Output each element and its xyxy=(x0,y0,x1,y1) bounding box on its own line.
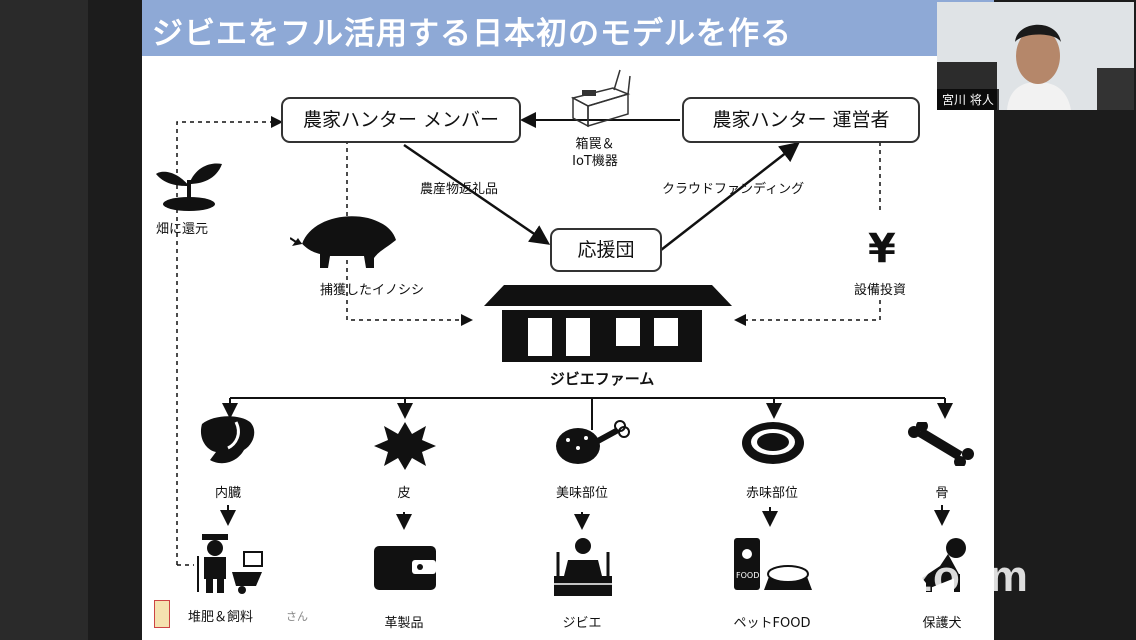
right-dark-area xyxy=(994,112,1136,640)
trap-cage-icon xyxy=(570,69,631,128)
product-output-leather: 革製品 xyxy=(384,616,424,631)
organs-icon xyxy=(200,416,255,464)
meat-leg-icon xyxy=(556,420,630,464)
product-source-hide: 皮 xyxy=(397,486,411,501)
equipment-investment-label: 設備投資 xyxy=(854,283,907,298)
return-to-field-label: 畑に還元 xyxy=(156,222,209,237)
product-output-pet-food: ペットFOOD xyxy=(733,616,811,631)
product-source-prime-cuts: 美味部位 xyxy=(555,486,608,501)
wallet-icon xyxy=(374,546,436,590)
hunter-operator-box: 農家ハンター 運営者 xyxy=(682,97,920,143)
diagram-lines xyxy=(176,112,953,566)
product-output-rescue-dog: 保護犬 xyxy=(922,616,962,631)
farm-products-label: 農産物返礼品 xyxy=(420,182,499,197)
san-text: さん xyxy=(286,610,308,623)
product-source-red-meat: 赤味部位 xyxy=(745,486,798,501)
left-black-bar xyxy=(0,0,88,640)
product-source-bone: 骨 xyxy=(935,486,949,501)
trap-iot-label-2: IoT機器 xyxy=(572,154,618,169)
zoom-watermark: zoom xyxy=(910,552,1029,601)
yen-icon: ¥ xyxy=(868,226,896,272)
slide-title: ジビエをフル活用する日本初のモデルを作る xyxy=(152,16,792,52)
trap-iot-label-1: 箱罠＆ xyxy=(575,137,615,152)
gibier-farm-label: ジビエファーム xyxy=(549,370,655,388)
steak-icon xyxy=(742,422,804,464)
sprout-icon xyxy=(156,163,222,211)
logo-mark-icon xyxy=(154,600,170,628)
captured-boar-label: 捕獲したイノシシ xyxy=(320,283,425,298)
boar-icon xyxy=(290,216,396,268)
hide-icon xyxy=(374,422,436,470)
dog-icon xyxy=(922,538,966,592)
bone-icon xyxy=(908,422,974,466)
title-band: ジビエをフル活用する日本初のモデルを作る xyxy=(142,0,994,56)
product-output-compost: 堆肥＆飼料 xyxy=(188,610,254,625)
participant-name: 宮川 将人 xyxy=(937,89,999,110)
product-source-organs: 内臓 xyxy=(214,486,241,501)
shared-slide: ジビエをフル活用する日本初のモデルを作る xyxy=(142,0,994,640)
product-output-gibier: ジビエ xyxy=(562,616,602,631)
pet-food-icon: FOOD xyxy=(734,538,812,590)
farmer-compost-icon xyxy=(197,534,263,594)
svg-text:FOOD: FOOD xyxy=(736,571,759,580)
crowdfunding-label: クラウドファンディング xyxy=(662,182,805,197)
hunter-member-box: 農家ハンター メンバー xyxy=(281,97,521,143)
speaker-video-tile[interactable]: 宮川 将人 xyxy=(937,2,1134,110)
dining-icon xyxy=(554,538,612,596)
supporters-box: 応援団 xyxy=(550,228,662,272)
